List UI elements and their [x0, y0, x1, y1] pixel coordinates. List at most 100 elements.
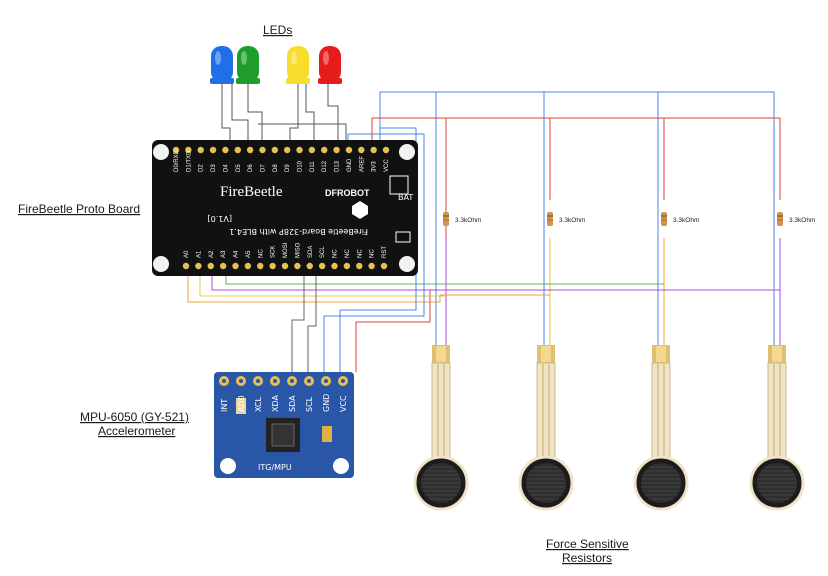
led-3	[286, 46, 310, 84]
resistor-label: 3.3kOhm	[673, 217, 699, 224]
board-bottom-pin-label: A0	[184, 250, 190, 258]
mpu-label-line2: Accelerometer	[98, 424, 175, 438]
board-top-pin	[333, 146, 340, 154]
led-2	[236, 46, 260, 84]
resistor-3: 3.3kOhm	[661, 212, 699, 226]
board-top-pin-label: GND	[347, 158, 353, 172]
board-top-pin	[209, 146, 217, 154]
board-top-pin	[271, 146, 279, 154]
board-bottom-pin	[356, 262, 363, 270]
board-top-pin-label: D0/RXD	[174, 149, 180, 172]
resistor-4: 3.3kOhm	[777, 212, 815, 226]
led-wire-green-2	[247, 84, 263, 140]
mpu-pin-label: SCL	[305, 396, 314, 412]
leds-label: LEDs	[263, 23, 292, 37]
board-bottom-pin	[294, 262, 301, 270]
board-top-pin	[234, 146, 241, 154]
board-bottom-pin-label: A4	[234, 250, 240, 258]
board-bottom-pin	[281, 262, 289, 270]
board-top-pin	[308, 146, 316, 154]
board-maker: DFROBOT	[325, 188, 370, 198]
board-bottom-pin	[343, 262, 351, 270]
mpu-chip-label: ITG/MPU	[258, 463, 292, 472]
board-bottom-pin-label: NC	[370, 249, 376, 258]
board-top-pin	[321, 146, 328, 154]
board-bottom-pin-label: MOSI	[283, 242, 289, 258]
resistor-label: 3.3kOhm	[789, 217, 815, 224]
v33-bus	[371, 117, 781, 140]
board-top-pin	[283, 146, 291, 154]
led-group	[210, 46, 342, 84]
board-top-pin	[185, 146, 192, 154]
board-top-pin	[197, 146, 204, 154]
board-bottom-pin	[318, 262, 326, 270]
board-bottom-pin-label: A5	[246, 250, 252, 258]
board-top-pin-label: D9	[285, 164, 291, 172]
board-bottom-pin-label: SCL	[320, 246, 326, 258]
mpu-pin-label: XDA	[271, 395, 280, 413]
resistor-label: 3.3kOhm	[455, 217, 481, 224]
resistor-2: 3.3kOhm	[547, 212, 585, 226]
mpu-wire-scl	[307, 262, 317, 372]
board-bottom-pin-label: RST	[382, 246, 388, 258]
fsr-label-line2: Resistors	[562, 551, 612, 565]
board-top-pin-label: D11	[310, 161, 316, 172]
board-top-pin	[172, 146, 180, 154]
led-4	[318, 46, 342, 84]
mpu-label-line1: MPU-6050 (GY-521)	[80, 410, 189, 424]
board-top-pin-label: D8	[273, 164, 279, 172]
mpu-pin-label: XCL	[254, 397, 263, 412]
firebeetle-board: FireBeetle DFROBOT FireBeetle Board-328P…	[152, 140, 418, 276]
board-chip-icon	[352, 201, 368, 219]
board-brand: FireBeetle	[220, 184, 283, 200]
fsr-4	[749, 345, 805, 511]
board-version: [V1.0]	[208, 214, 232, 223]
board-top-pin-label: D1/TXD	[186, 150, 192, 172]
fsr-label-line1: Force Sensitive	[546, 537, 629, 551]
mpu-wire-gnd	[323, 133, 425, 372]
board-bottom-pin	[207, 262, 214, 270]
mpu-wire-sda	[291, 262, 305, 372]
board-top-pin	[296, 146, 303, 154]
board-bottom-pin	[368, 262, 375, 270]
analog-a0	[187, 262, 550, 303]
resistor-label: 3.3kOhm	[559, 217, 585, 224]
board-top-pin	[370, 146, 377, 154]
board-bottom-pin-label: A1	[196, 250, 202, 258]
board-bottom-pin-label: SCK	[271, 246, 277, 258]
board-top-pin	[382, 146, 390, 154]
board-top-pin	[345, 146, 353, 154]
wires	[187, 84, 781, 372]
board-bottom-pin	[380, 262, 388, 270]
board-top-pin-label: AREF	[359, 156, 365, 172]
led-wire-yellow-2	[305, 84, 315, 140]
board-bottom-pin	[269, 262, 276, 270]
board-top-pin-label: D13	[335, 160, 341, 172]
board-bottom-pin	[182, 262, 190, 270]
board-bottom-pin-label: A3	[221, 250, 227, 258]
board-bottom-pin	[331, 262, 338, 270]
mpu-pin-label: VCC	[339, 395, 348, 412]
led-wire-red	[327, 84, 339, 140]
board-label: FireBeetle Proto Board	[18, 202, 140, 216]
board-top-pin-label: 3V3	[372, 161, 378, 172]
board-bottom-pin-label: A2	[209, 250, 215, 258]
vcc-bus	[379, 91, 775, 140]
board-bottom-pin-label: SDA	[308, 246, 314, 258]
board-top-pin-label: VCC	[384, 159, 390, 172]
mpu-pin-label: SDA	[288, 395, 297, 412]
board-top-pin-label: D5	[236, 164, 242, 172]
board-top-pin-label: D7	[260, 164, 266, 172]
board-bottom-pin	[244, 262, 252, 270]
board-bottom-pin-label: MISO	[295, 242, 301, 258]
board-top-pin-label: D2	[199, 164, 205, 172]
resistor-1: 3.3kOhm	[443, 212, 481, 226]
board-bottom-pin	[257, 262, 264, 270]
mpu-pin-label: INT	[220, 399, 229, 412]
board-top-pin	[222, 146, 229, 154]
board-bottom-pin	[195, 262, 202, 270]
